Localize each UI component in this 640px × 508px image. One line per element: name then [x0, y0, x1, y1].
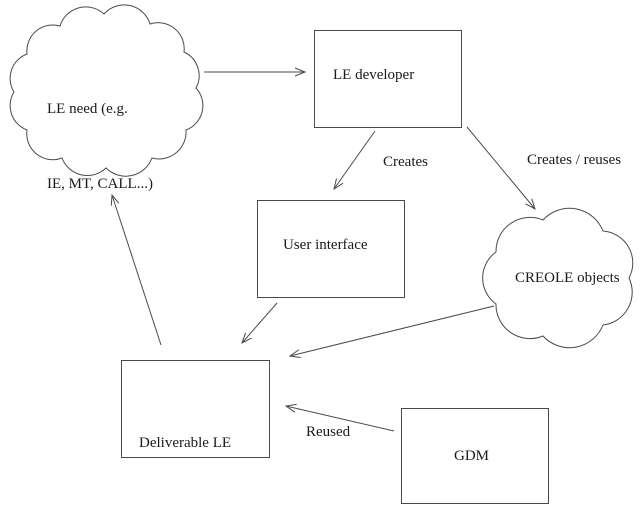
arrow-gdm-to-deliverable	[286, 406, 395, 432]
gdm-box	[401, 408, 549, 504]
deliverable-le-system-box	[121, 360, 270, 458]
creole-objects-label: CREOLE objects	[515, 270, 620, 286]
edge-label-creates-reuses: Creates / reuses	[527, 152, 622, 168]
creole-objects-cloud-shape	[482, 207, 634, 349]
edge-label-reused: Reused	[306, 424, 351, 440]
arrow-le-developer-to-user-interface	[334, 130, 376, 189]
user-interface-box	[257, 200, 405, 298]
arrow-le-developer-to-creole-objects	[466, 126, 535, 209]
deliverable-label-line1: Deliverable LE	[139, 435, 232, 451]
le-need-cloud-shape	[9, 4, 204, 177]
arrow-creole-objects-to-deliverable	[290, 305, 495, 356]
le-need-cloud-label: LE need (e.g. IE, MT, CALL...)	[47, 47, 153, 247]
gdm-label: GDM	[454, 448, 490, 464]
user-interface-label: User interface	[283, 237, 368, 253]
le-developer-box	[314, 30, 462, 128]
le-need-label-line2: IE, MT, CALL...)	[47, 176, 153, 192]
edge-label-creates: Creates	[383, 154, 428, 170]
arrow-user-interface-to-deliverable	[242, 302, 278, 343]
le-need-label-line1: LE need (e.g.	[47, 101, 128, 117]
le-developer-label: LE developer	[333, 67, 415, 83]
arrow-deliverable-to-le-need	[112, 195, 162, 346]
deliverable-le-system-label: Deliverable LE system	[139, 381, 231, 508]
